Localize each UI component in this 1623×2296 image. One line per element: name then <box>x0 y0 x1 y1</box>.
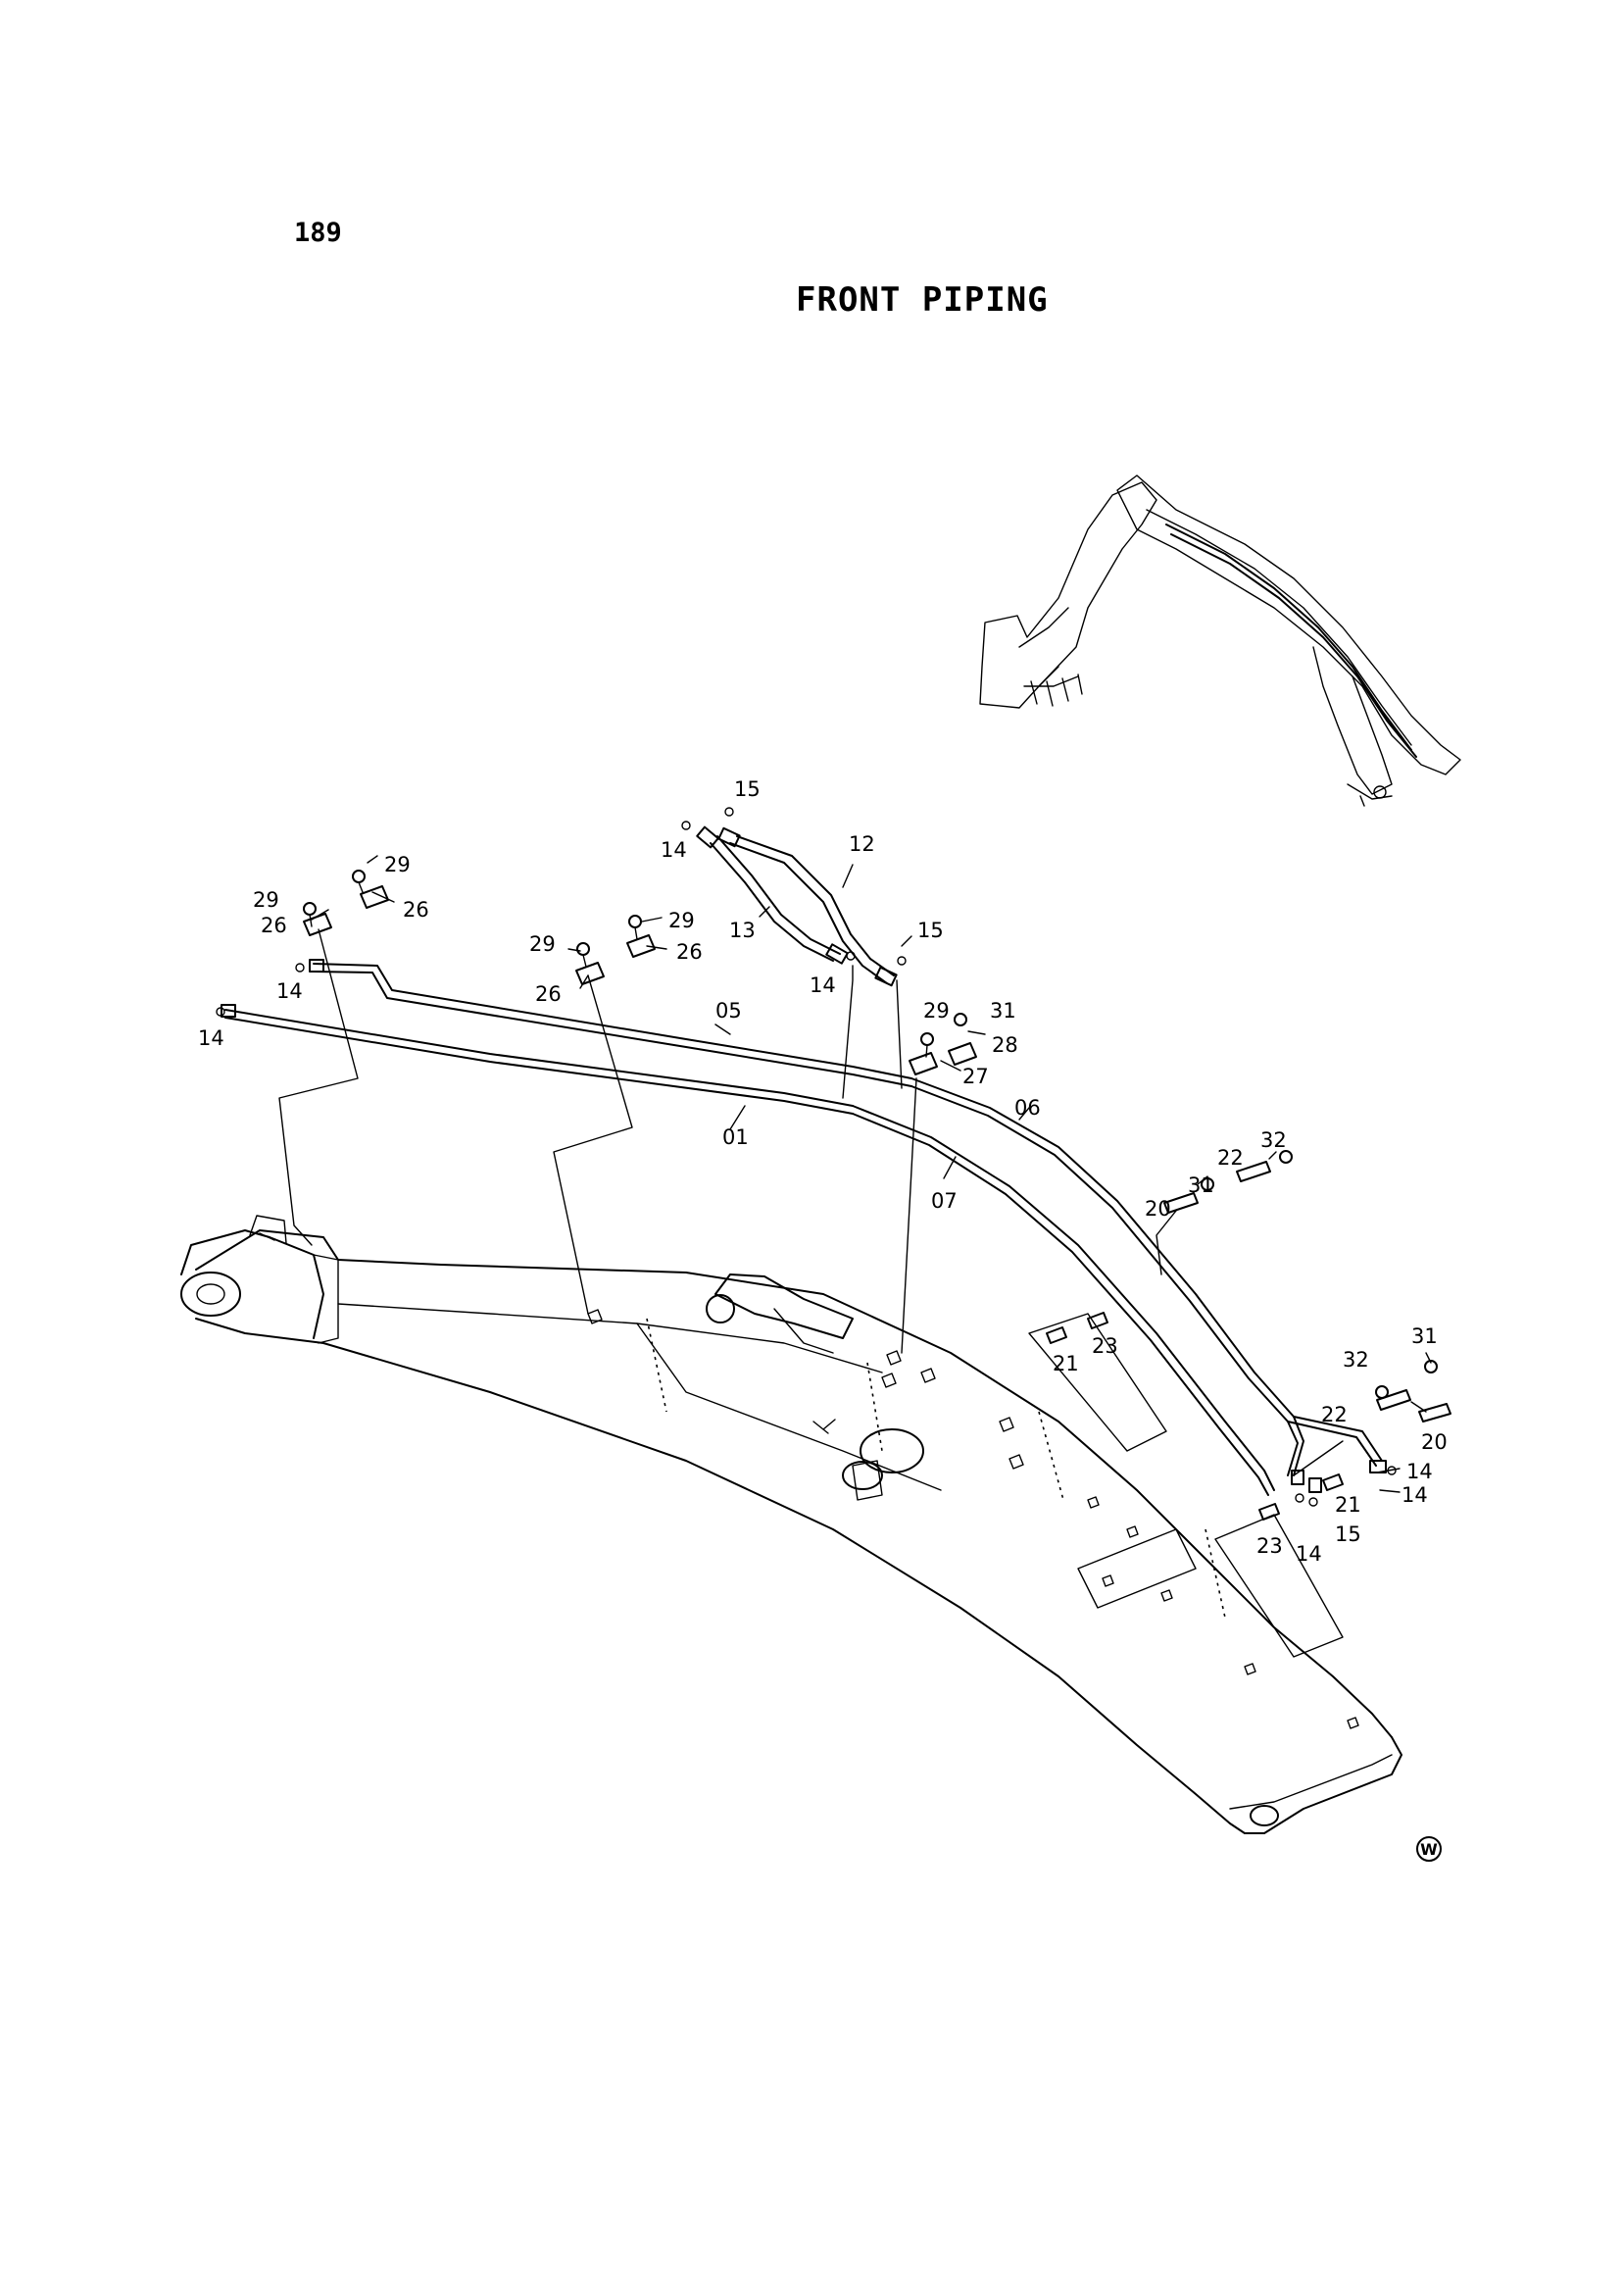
callout-29: 29 <box>923 999 950 1023</box>
callout-01: 01 <box>722 1125 749 1149</box>
callout-14: 14 <box>198 1026 224 1050</box>
callout-14: 14 <box>1402 1483 1428 1507</box>
callout-29: 29 <box>668 909 695 932</box>
callout-31: 31 <box>1411 1324 1438 1348</box>
callout-12: 12 <box>849 832 875 856</box>
callout-labels: 15 14 12 13 15 14 29 26 29 26 29 26 29 2… <box>198 777 1448 1566</box>
callout-leaders <box>311 855 1432 1493</box>
callout-06: 06 <box>1014 1096 1041 1120</box>
callout-05: 05 <box>715 999 742 1023</box>
callout-23: 23 <box>1092 1334 1118 1358</box>
callout-07: 07 <box>931 1189 958 1213</box>
callout-31: 31 <box>1188 1173 1214 1197</box>
clamp-leader-lines <box>278 928 1344 1476</box>
callout-27: 27 <box>962 1065 989 1088</box>
callout-26: 26 <box>535 982 562 1006</box>
callout-32: 32 <box>1343 1348 1369 1372</box>
clamp-hardware <box>216 807 1451 1521</box>
callout-15: 15 <box>1335 1522 1361 1546</box>
callout-22: 22 <box>1217 1146 1244 1170</box>
callout-23: 23 <box>1256 1534 1283 1558</box>
callout-26: 26 <box>403 898 429 922</box>
callout-14: 14 <box>1406 1460 1433 1483</box>
callout-22: 22 <box>1321 1403 1348 1426</box>
callout-14: 14 <box>661 838 687 862</box>
callout-26: 26 <box>261 914 287 937</box>
callout-26: 26 <box>676 940 703 964</box>
callout-31: 31 <box>990 999 1016 1023</box>
callout-15: 15 <box>734 777 761 801</box>
boom-body <box>180 1215 1402 1834</box>
page-number: 189 <box>294 218 342 248</box>
callout-29: 29 <box>529 932 556 956</box>
w-logo-mark: W <box>1416 1836 1442 1862</box>
callout-14: 14 <box>810 973 836 997</box>
callout-28: 28 <box>992 1033 1018 1057</box>
callout-20: 20 <box>1421 1430 1448 1454</box>
w-logo-letter: W <box>1420 1840 1438 1859</box>
callout-15: 15 <box>917 919 944 942</box>
callout-21: 21 <box>1335 1493 1361 1517</box>
callout-21: 21 <box>1053 1352 1079 1375</box>
callout-14: 14 <box>1296 1542 1322 1566</box>
callout-20: 20 <box>1145 1197 1171 1221</box>
callout-29: 29 <box>384 853 411 876</box>
excavator-overview-inset <box>979 474 1461 807</box>
pipe-lines <box>221 825 1387 1496</box>
callout-13: 13 <box>729 919 756 942</box>
page-title: FRONT PIPING <box>796 280 1049 320</box>
callout-29: 29 <box>253 888 279 912</box>
callout-14: 14 <box>276 979 303 1003</box>
callout-32: 32 <box>1260 1128 1287 1152</box>
